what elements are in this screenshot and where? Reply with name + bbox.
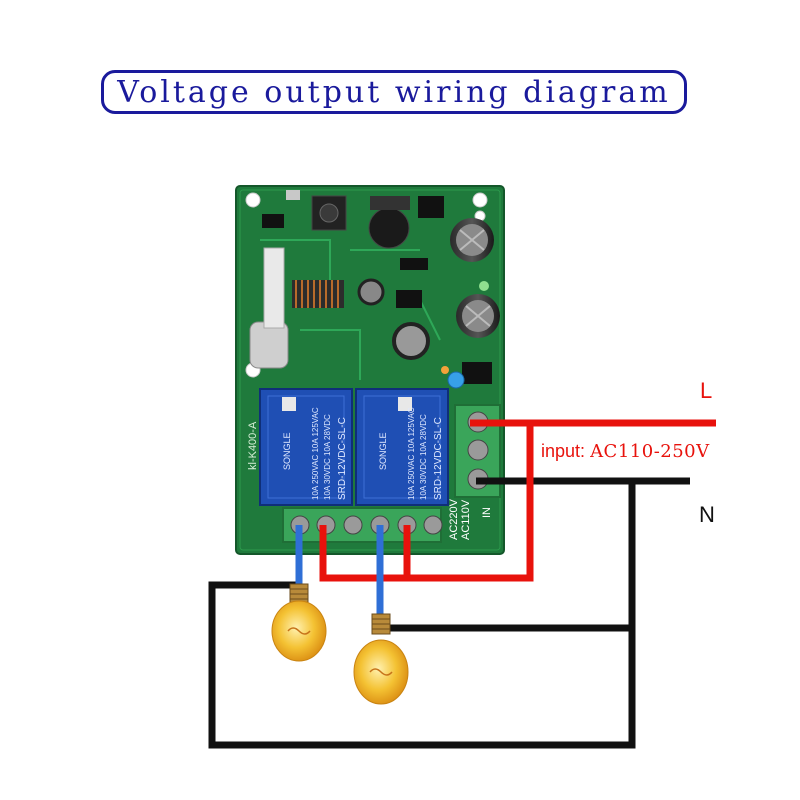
neutral-wire xyxy=(208,477,690,749)
led xyxy=(441,366,449,374)
led xyxy=(447,371,465,389)
capacitor-large xyxy=(450,218,494,262)
terminal-label-ac110v: AC110V xyxy=(460,499,472,540)
light-bulb-1 xyxy=(271,583,327,662)
live-wire xyxy=(319,419,716,582)
neutral-label: N xyxy=(699,502,715,527)
relay-2: SONGLE SRD-12VDC-SL-C 10A 250VAC 10A 125… xyxy=(355,388,449,506)
relay-2-rating-1: 10A 250VAC 10A 125VAC xyxy=(407,407,416,500)
relay-2-rating-2: 10A 30VDC 10A 28VDC xyxy=(419,414,428,500)
led xyxy=(479,281,489,291)
terminal-label-in: IN xyxy=(481,507,493,518)
terminal-label-ac220v: AC220V xyxy=(448,498,460,540)
relay-2-model: SRD-12VDC-SL-C xyxy=(433,417,444,500)
relay-1-rating-1: 10A 250VAC 10A 125VAC xyxy=(311,407,320,500)
capacitor-small xyxy=(357,278,430,360)
diagram-title: Voltage output wiring diagram xyxy=(117,74,671,110)
antenna-coil xyxy=(292,280,344,308)
board-model-label: kl-K400-A xyxy=(247,421,259,470)
input-voltage-value: AC110-250V xyxy=(590,441,710,462)
input-voltage-label: input: AC110-250V xyxy=(541,441,710,462)
mounting-hole xyxy=(472,192,488,208)
crystal-oscillator xyxy=(249,321,289,369)
relay-1: SONGLE SRD-12VDC-SL-C 10A 250VAC 10A 125… xyxy=(259,388,353,506)
diagram-title-frame: Voltage output wiring diagram xyxy=(101,70,687,114)
input-prefix: input: xyxy=(541,441,586,461)
relay-2-brand: SONGLE xyxy=(378,432,388,470)
relay-1-rating-2: 10A 30VDC 10A 28VDC xyxy=(323,414,332,500)
relay-1-model: SRD-12VDC-SL-C xyxy=(337,417,348,500)
relay-1-brand: SONGLE xyxy=(282,432,292,470)
output-terminal-block xyxy=(282,507,443,543)
live-label: L xyxy=(700,378,713,403)
inductor xyxy=(368,207,410,249)
light-bulb-2 xyxy=(353,613,409,705)
capacitor-large xyxy=(456,294,500,338)
mounting-hole xyxy=(245,192,261,208)
